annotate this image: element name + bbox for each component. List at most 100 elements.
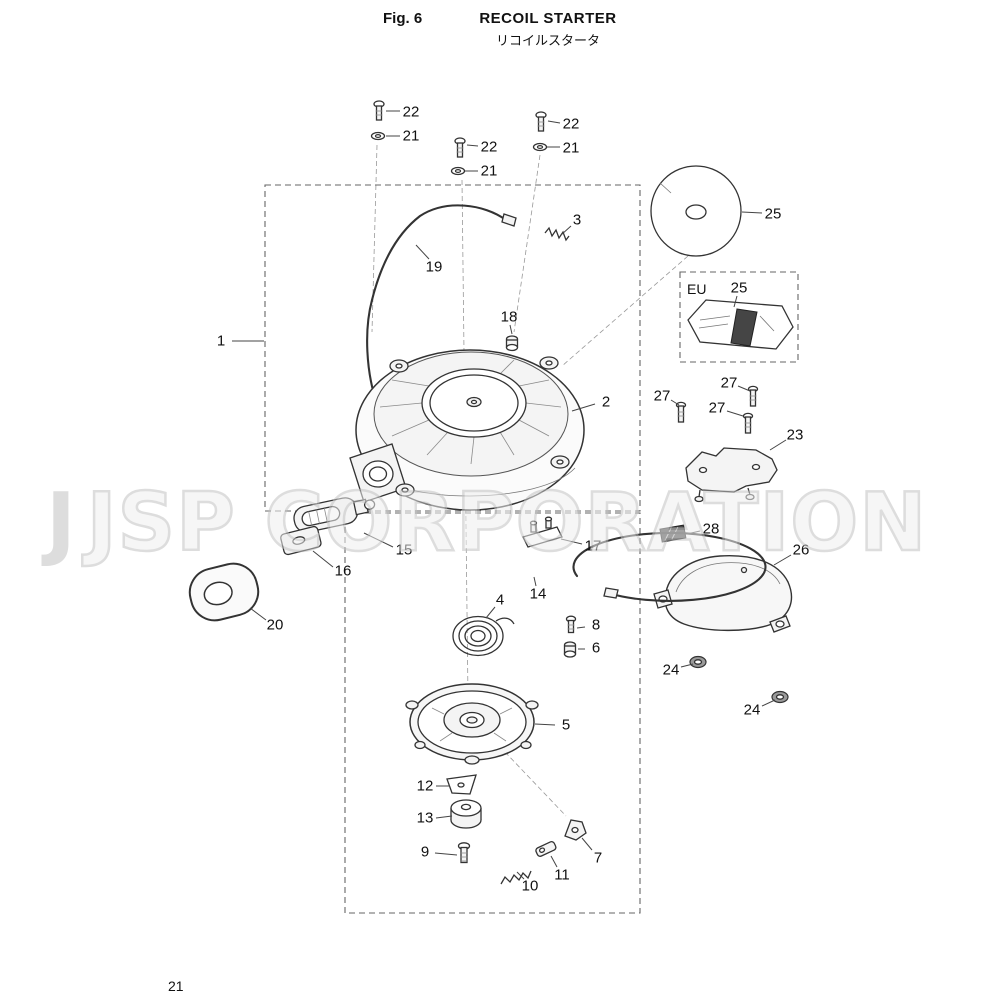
part-12-cam-plate	[446, 774, 477, 795]
figure-number: Fig. 6	[383, 10, 423, 27]
callout-number-22: 22	[563, 116, 580, 133]
callout-number-27: 27	[721, 375, 738, 392]
part-18-bushing	[505, 335, 519, 352]
callout-number-21: 21	[563, 140, 580, 157]
callout-number-7: 7	[594, 850, 602, 867]
callout-number-28: 28	[703, 521, 720, 538]
leader-line-22	[466, 144, 479, 147]
leader-line-15	[363, 532, 394, 548]
callout-number-19: 19	[426, 259, 443, 276]
callout-number-10: 10	[522, 878, 539, 895]
part-17-plate	[522, 516, 563, 548]
leader-line-2	[571, 403, 596, 412]
leader-line-27	[726, 410, 744, 417]
part-23-bracket	[685, 447, 778, 503]
leader-line-14	[533, 576, 537, 587]
assembly-boundary-lower	[344, 512, 641, 914]
leader-line-19	[415, 244, 430, 260]
part-25-friction-plate	[650, 165, 742, 257]
part-22-screw-c	[454, 137, 466, 158]
callout-number-1: 1	[217, 333, 225, 350]
callout-number-12: 12	[417, 778, 434, 795]
callout-number-11: 11	[554, 867, 570, 884]
part-22-screw-b	[535, 111, 547, 132]
callout-number-22: 22	[403, 104, 420, 121]
leader-line-22	[547, 120, 561, 124]
leader-line-24	[680, 663, 694, 668]
part-27-screw-b	[675, 401, 687, 423]
callout-number-22: 22	[481, 139, 498, 156]
leader-line-27	[670, 399, 680, 406]
callout-number-15: 15	[396, 542, 413, 559]
part-21-washer-b	[532, 142, 548, 152]
leader-line-11	[550, 855, 558, 868]
callout-number-24: 24	[744, 702, 761, 719]
callout-number-27: 27	[709, 400, 726, 417]
leader-line-5	[534, 723, 556, 726]
part-5-pulley	[405, 683, 539, 765]
part-22-screw-a	[373, 100, 385, 121]
callout-number-17: 17	[585, 538, 602, 555]
leader-line-26	[773, 554, 792, 566]
callout-number-13: 13	[417, 810, 434, 827]
leader-line-8	[576, 626, 586, 629]
leader-line-3	[560, 225, 572, 236]
callout-number-18: 18	[501, 309, 518, 326]
callout-number-4: 4	[496, 592, 504, 609]
leader-line-27	[737, 385, 751, 392]
callout-number-6: 6	[592, 640, 600, 657]
figure-title-japanese: リコイルスタータ	[495, 33, 600, 48]
eu-variant-box	[679, 271, 799, 363]
part-6-spacer	[563, 641, 577, 658]
leader-line-20	[249, 607, 267, 621]
leader-line-24	[761, 699, 776, 707]
part-9-screw	[457, 842, 471, 864]
part-25-eu-label-sticker	[687, 299, 794, 350]
part-16-rope-anchor	[280, 525, 322, 556]
leader-line-25	[741, 211, 763, 214]
eu-label: EU	[687, 281, 706, 297]
callout-number-21: 21	[481, 163, 498, 180]
figure-title-block: RECOIL STARTER リコイルスタータ	[458, 10, 638, 49]
part-27-screw-a	[747, 385, 759, 407]
part-7-pawl	[564, 819, 587, 841]
part-24-grommet-a	[689, 655, 707, 669]
leader-line-7	[581, 837, 593, 851]
part-21-washer-c	[450, 166, 466, 176]
part-14-rope-loop	[572, 531, 767, 602]
part-3-spring	[544, 226, 570, 242]
part-15-starter-handle	[293, 497, 376, 533]
callout-number-2: 2	[602, 394, 610, 411]
part-13-spool	[450, 799, 482, 829]
callout-number-3: 3	[573, 212, 581, 229]
part-27-screw-c	[742, 412, 754, 434]
callout-number-21: 21	[403, 128, 420, 145]
callout-number-25: 25	[731, 280, 748, 297]
callout-number-8: 8	[592, 617, 600, 634]
part-26-cover	[653, 555, 793, 633]
callout-number-16: 16	[335, 563, 352, 580]
page-number: 21	[168, 978, 184, 994]
figure-header: Fig. 6 RECOIL STARTER リコイルスタータ	[0, 10, 1000, 50]
part-11-link	[535, 841, 557, 857]
leader-line-4	[485, 606, 496, 619]
callout-number-9: 9	[421, 844, 429, 861]
part-10-spring	[500, 870, 532, 885]
callout-number-23: 23	[787, 427, 804, 444]
leader-line-28	[686, 530, 701, 535]
leader-line-9	[434, 852, 458, 856]
callout-number-14: 14	[530, 586, 547, 603]
leader-line-16	[312, 550, 334, 568]
leader-line-13	[435, 815, 453, 819]
part-21-washer-a	[370, 131, 386, 141]
callout-number-26: 26	[793, 542, 810, 559]
part-24-grommet-b	[771, 690, 789, 704]
callout-number-24: 24	[663, 662, 680, 679]
callout-number-27: 27	[654, 388, 671, 405]
leader-line-10	[516, 871, 525, 880]
part-4-spiral-spring	[452, 615, 515, 657]
leader-line-23	[769, 439, 787, 451]
part-20-grommet-pad	[188, 562, 260, 622]
